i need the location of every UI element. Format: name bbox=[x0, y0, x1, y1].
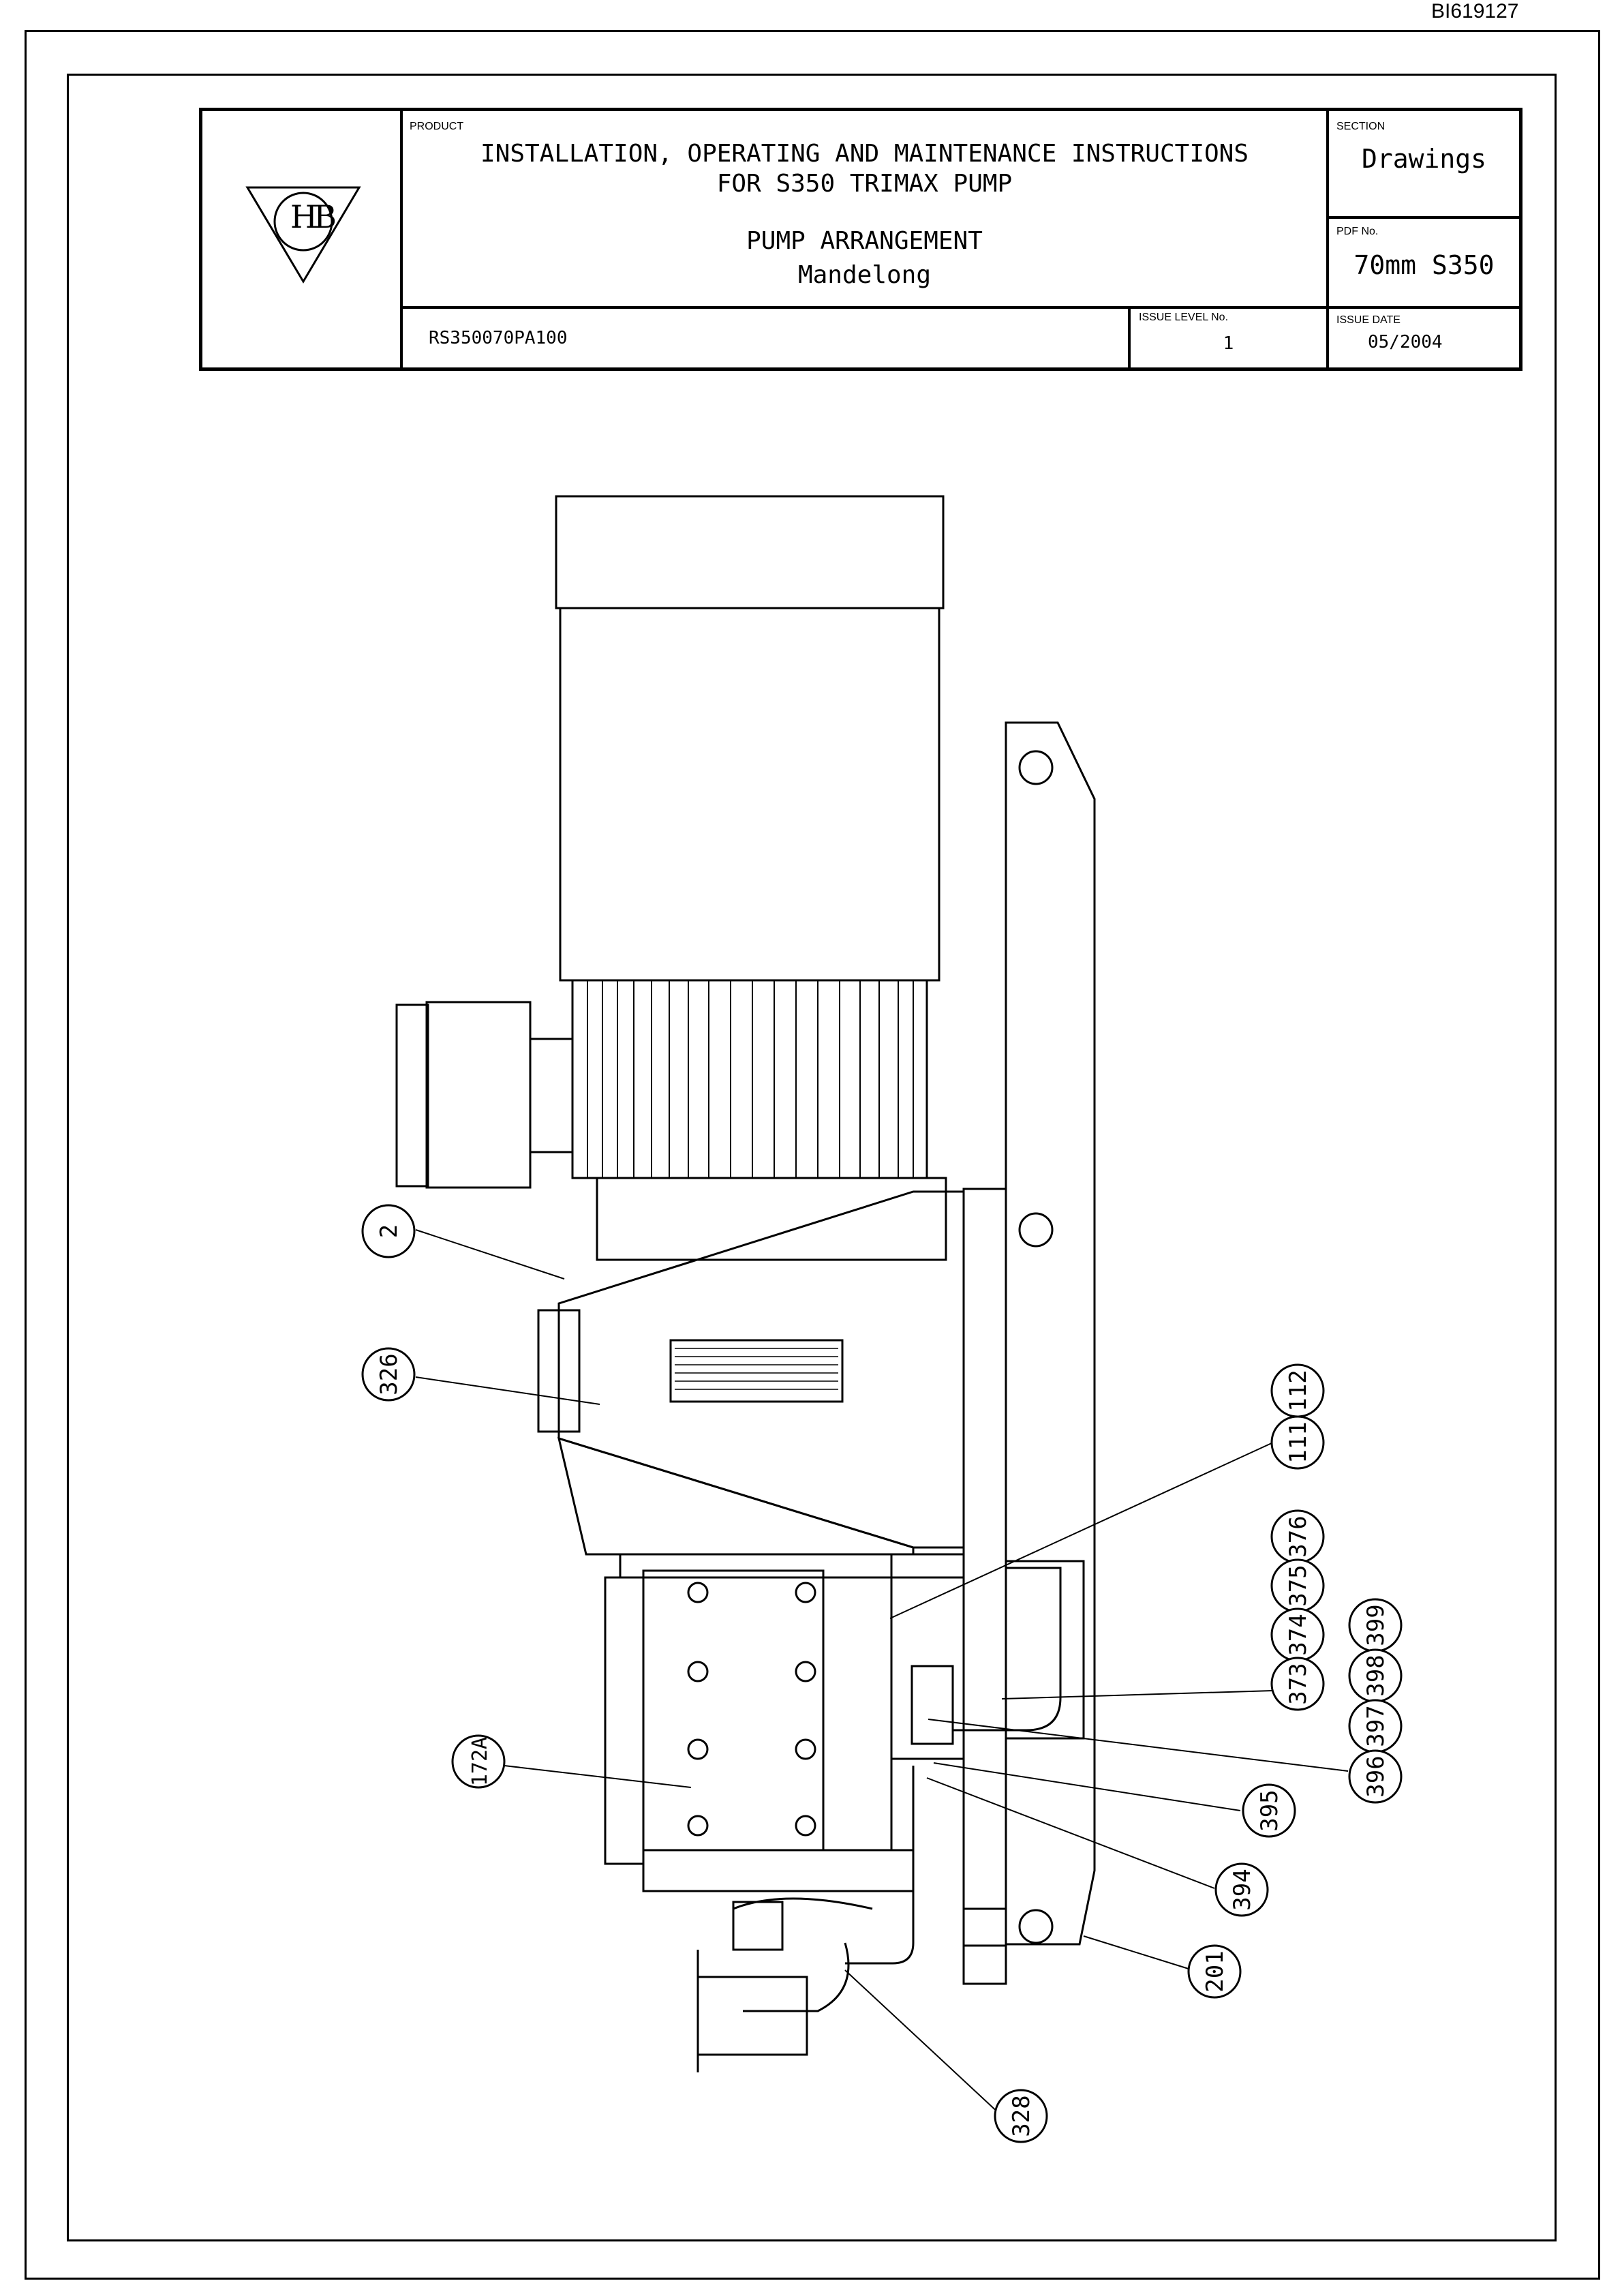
section-label: SECTION bbox=[1336, 121, 1386, 132]
frame-hole-1 bbox=[1018, 750, 1054, 785]
pdf-value: 70mm S350 bbox=[1353, 250, 1495, 280]
lower-valve bbox=[697, 1976, 808, 2056]
motor-fins bbox=[571, 979, 928, 1179]
title-block: HB PRODUCT INSTALLATION, OPERATING AND M… bbox=[199, 108, 1522, 371]
manifold bbox=[890, 1553, 965, 1760]
outer-frame bbox=[25, 30, 1600, 2280]
section-value: Drawings bbox=[1361, 144, 1487, 174]
pump-head-block bbox=[642, 1569, 825, 1852]
discharge-fitting bbox=[911, 1665, 954, 1745]
frame-hole-3 bbox=[1018, 1909, 1054, 1944]
mounting-plate bbox=[962, 1188, 1007, 1947]
callout-111: 111 bbox=[1285, 1421, 1312, 1463]
callout-396: 396 bbox=[1362, 1755, 1390, 1797]
hose-1 bbox=[733, 1897, 873, 1910]
callout-112: 112 bbox=[1285, 1370, 1312, 1411]
issue-date-label: ISSUE DATE bbox=[1336, 314, 1401, 326]
callout-395: 395 bbox=[1256, 1789, 1283, 1831]
document-id: BI619127 bbox=[1431, 0, 1519, 22]
callout-374: 374 bbox=[1285, 1614, 1312, 1655]
pipe-elbow bbox=[743, 1942, 850, 2012]
guard-vent bbox=[669, 1339, 844, 1403]
drawing-title: PUMP ARRANGEMENT bbox=[746, 227, 983, 255]
callout-398: 398 bbox=[1362, 1655, 1390, 1696]
callout-201: 201 bbox=[1202, 1950, 1229, 1992]
guard-lower bbox=[557, 1436, 915, 1556]
frame-foot bbox=[962, 1907, 1007, 1985]
callout-373: 373 bbox=[1285, 1663, 1312, 1704]
motor-flange bbox=[596, 1177, 947, 1261]
terminal-box bbox=[425, 1001, 532, 1189]
valve-block bbox=[822, 1576, 893, 1852]
product-line-2: FOR S350 TRIMAX PUMP bbox=[716, 170, 1013, 198]
inner-frame bbox=[67, 74, 1557, 2241]
callout-394: 394 bbox=[1229, 1869, 1256, 1910]
pdf-label: PDF No. bbox=[1336, 226, 1379, 237]
coupling-guard bbox=[557, 1190, 965, 1549]
terminal-box-neck bbox=[529, 1038, 574, 1153]
pump-base bbox=[642, 1849, 915, 1892]
callout-397: 397 bbox=[1362, 1705, 1390, 1747]
pump-flange bbox=[619, 1553, 965, 1579]
callout-172a: 172A bbox=[468, 1737, 492, 1786]
drawing-subtitle: Mandelong bbox=[797, 261, 932, 289]
terminal-box-cover bbox=[395, 1003, 429, 1188]
callout-2: 2 bbox=[376, 1224, 403, 1238]
hb-logo-letters: HB bbox=[290, 198, 337, 235]
drawing-number: RS350070PA100 bbox=[429, 328, 568, 348]
issue-level-value: 1 bbox=[1223, 333, 1234, 354]
hose-2 bbox=[845, 1766, 915, 1965]
gauge-fitting bbox=[732, 1901, 784, 1951]
support-frame bbox=[1005, 721, 1096, 1946]
callout-375: 375 bbox=[1285, 1565, 1312, 1606]
issue-level-label: ISSUE LEVEL No. bbox=[1139, 312, 1229, 323]
issue-date-value: 05/2004 bbox=[1368, 332, 1443, 352]
callout-376: 376 bbox=[1285, 1515, 1312, 1557]
motor-cap bbox=[555, 495, 945, 609]
guard-end bbox=[537, 1309, 581, 1433]
hb-logo bbox=[245, 186, 361, 284]
frame-hole-2 bbox=[1018, 1212, 1054, 1248]
callout-326: 326 bbox=[376, 1353, 403, 1395]
product-line-1: INSTALLATION, OPERATING AND MAINTENANCE … bbox=[480, 140, 1249, 168]
pump-side-cover bbox=[604, 1576, 645, 1865]
callout-399: 399 bbox=[1362, 1604, 1390, 1646]
callout-328: 328 bbox=[1008, 2095, 1035, 2136]
product-label: PRODUCT bbox=[410, 121, 464, 132]
discharge-housing bbox=[1005, 1560, 1085, 1740]
motor-body bbox=[559, 607, 940, 982]
